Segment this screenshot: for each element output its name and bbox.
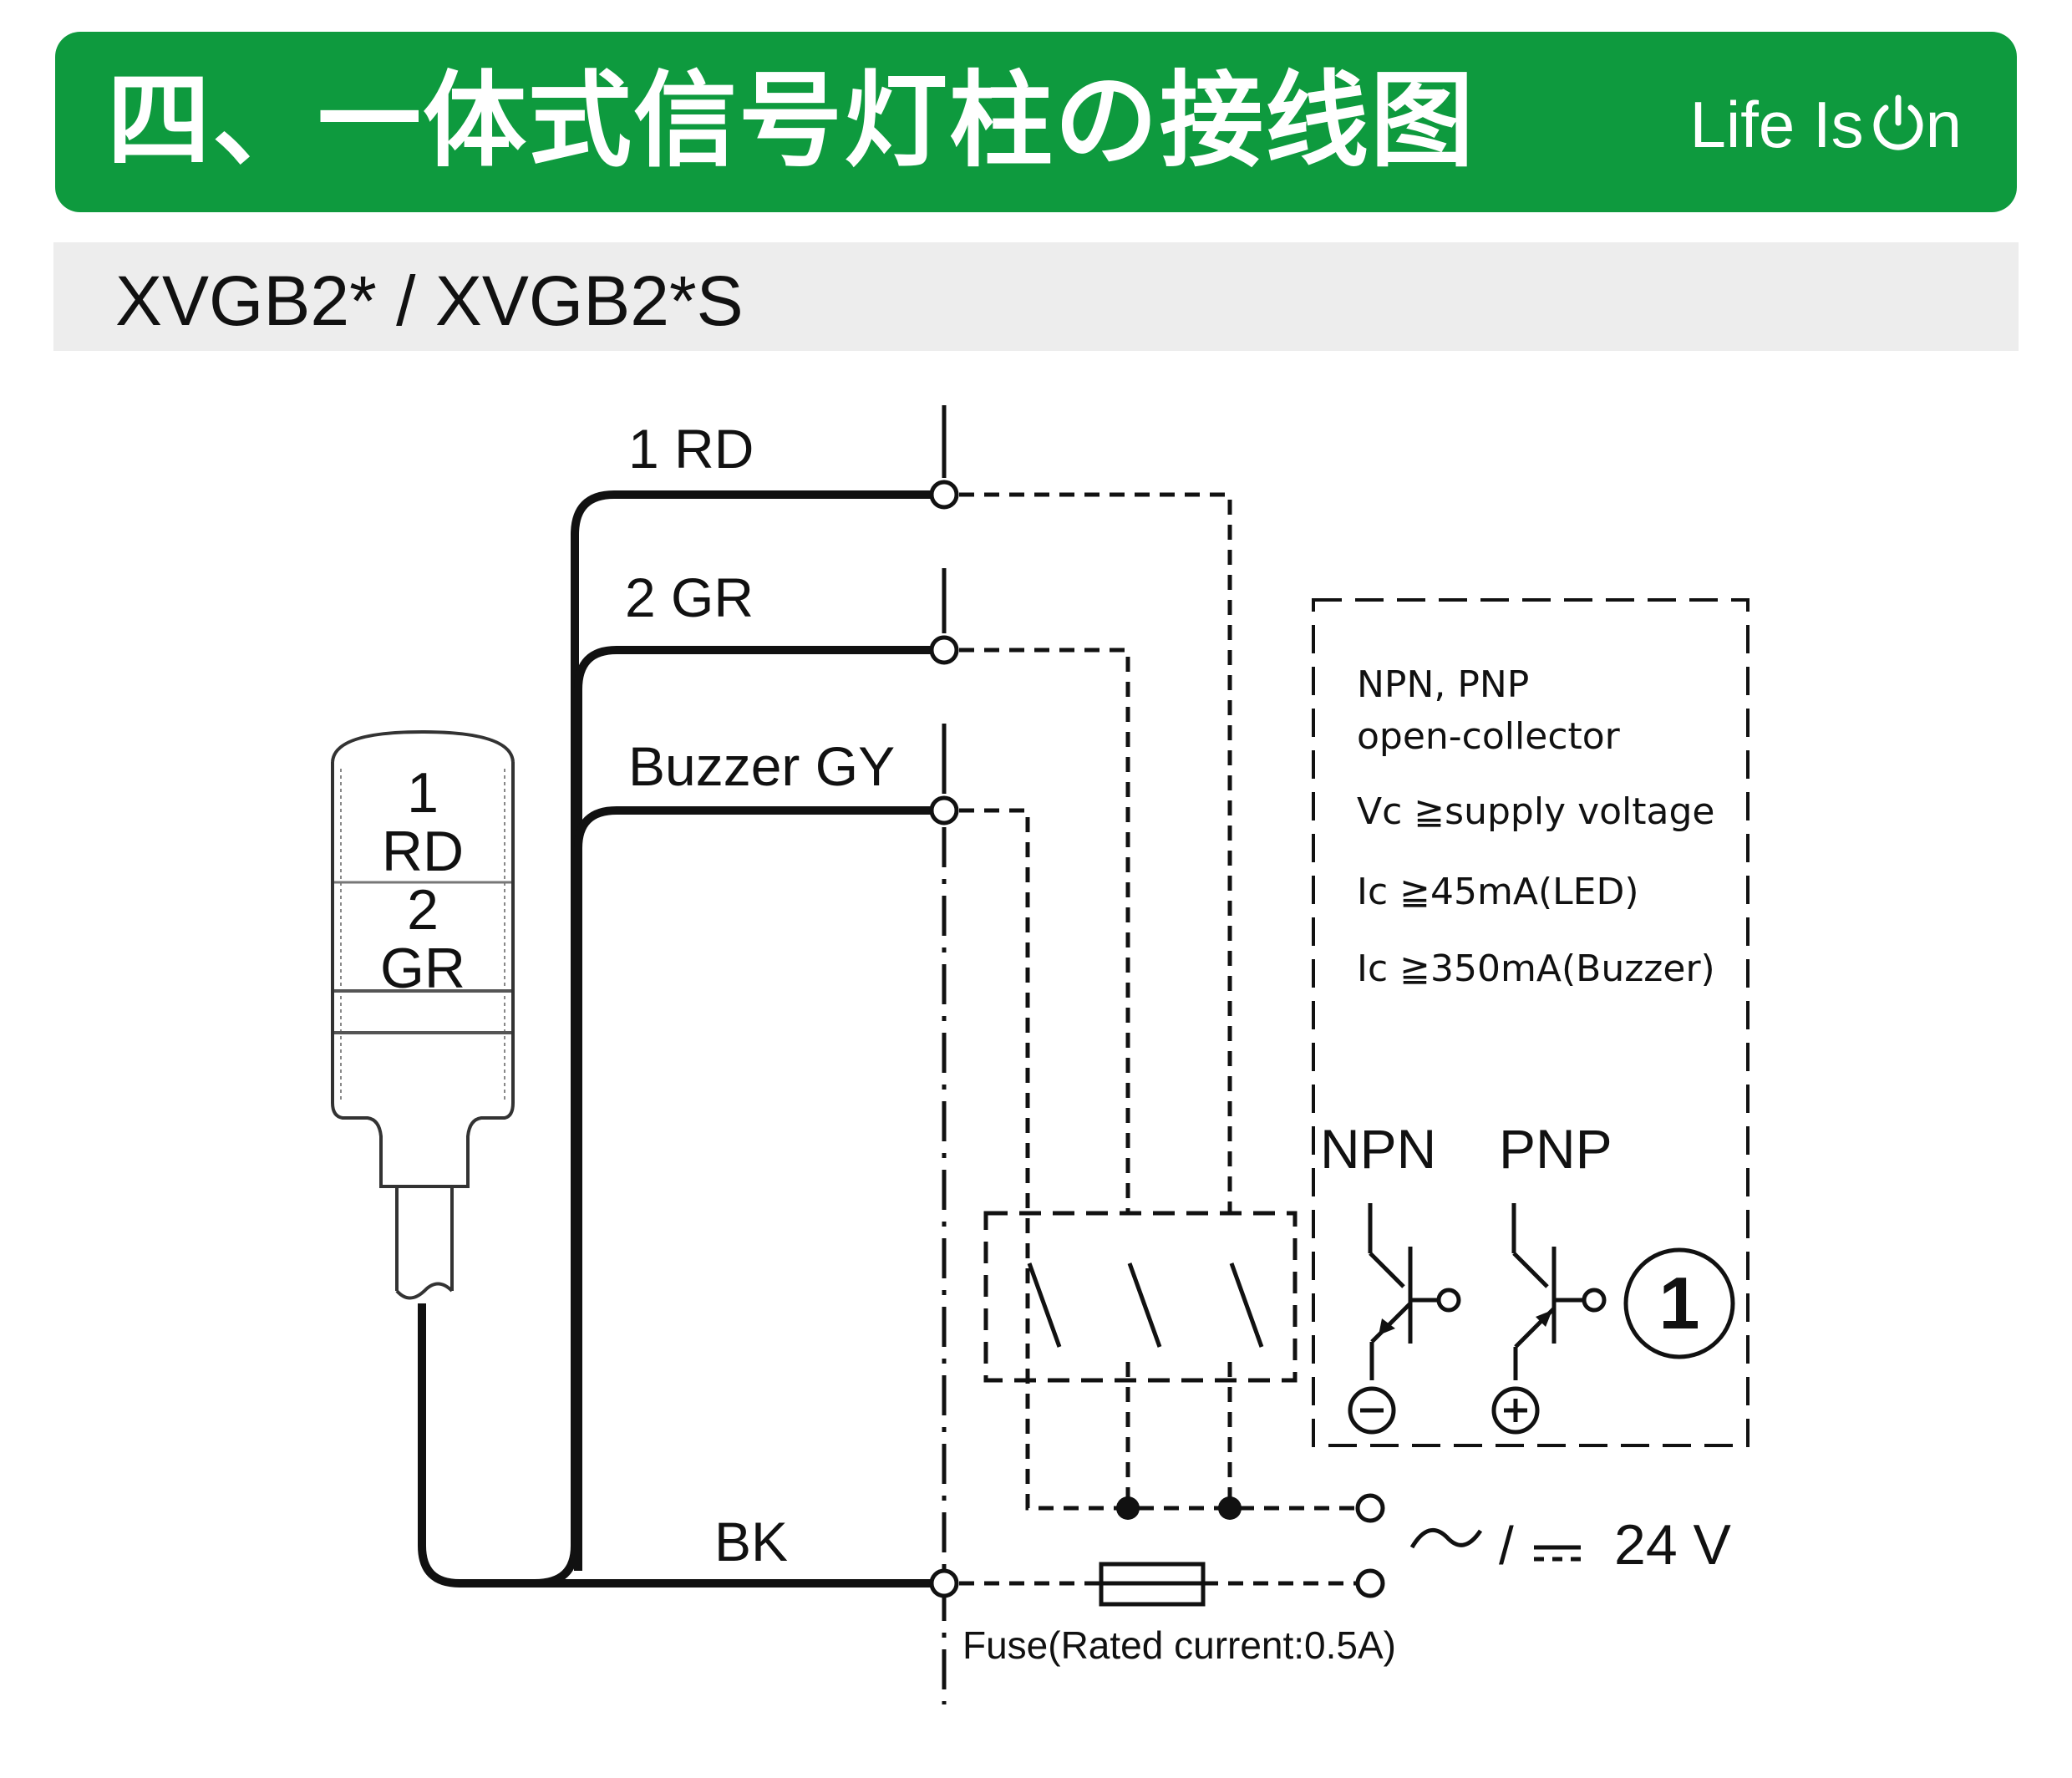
brand-logo: Life Is n xyxy=(1690,87,1963,162)
spec-line-3: Vc ≧supply voltage xyxy=(1357,790,1714,833)
junction-dot xyxy=(1218,1496,1242,1520)
signal-tower xyxy=(331,729,515,1300)
model-bar: XVGB2* / XVGB2*S xyxy=(53,242,2019,351)
tier1-number: 1 xyxy=(407,761,439,825)
wire-label-bk: BK xyxy=(714,1511,788,1572)
terminals xyxy=(929,480,1385,1598)
wire-label-gr: 2 GR xyxy=(625,566,754,628)
cable-wires xyxy=(418,490,944,1588)
spec-line-1: NPN, PNP xyxy=(1357,663,1529,706)
spec-line-4: Ic ≧45mA(LED) xyxy=(1357,871,1639,913)
brand-text: Life Is xyxy=(1689,88,1864,161)
npn-transistor-icon xyxy=(1348,1203,1461,1435)
control-wiring xyxy=(959,492,1360,1586)
terminal-bk xyxy=(929,1568,959,1598)
spec-text: NPN, PNP open-collector Vc ≧supply volta… xyxy=(1357,663,1715,990)
ac-dc-separator: / xyxy=(1499,1516,1514,1576)
supply-voltage: 24 V xyxy=(1614,1513,1732,1577)
supply-terminal-bottom xyxy=(1355,1568,1385,1598)
pnp-transistor-icon xyxy=(1491,1203,1607,1435)
junction-dot xyxy=(1116,1496,1140,1520)
junction-dots xyxy=(1116,1496,1242,1520)
supply-terminal-top xyxy=(1355,1493,1385,1523)
switch-box xyxy=(983,1211,1298,1383)
wire-label-buzzer: Buzzer GY xyxy=(628,735,895,797)
note-marker-circle xyxy=(1623,1247,1735,1359)
power-icon xyxy=(1873,94,1923,150)
pnp-label: PNP xyxy=(1499,1118,1612,1180)
wire-label-rd: 1 RD xyxy=(628,418,754,480)
tier2-number: 2 xyxy=(407,878,439,942)
wire-gr xyxy=(574,646,944,1571)
terminal-rd xyxy=(929,480,959,510)
brand-text-tail: n xyxy=(1925,88,1962,161)
note-marker: 1 xyxy=(1659,1262,1700,1344)
fuse-symbol xyxy=(1099,1562,1206,1607)
header-banner: 四、一体式信号灯柱の接线图 Life Is n xyxy=(55,32,2017,212)
terminal-gr xyxy=(929,635,959,665)
tier1-color: RD xyxy=(382,820,464,883)
npn-label: NPN xyxy=(1320,1118,1436,1180)
ac-dc-icon xyxy=(1409,1527,1581,1562)
wire-buzzer xyxy=(574,806,944,1571)
terminal-buzzer xyxy=(929,795,959,826)
fuse-label: Fuse(Rated current:0.5A) xyxy=(962,1623,1396,1667)
wire-rd xyxy=(418,490,944,1588)
model-label: XVGB2* / XVGB2*S xyxy=(115,262,744,340)
page-title: 四、一体式信号灯柱の接线图 xyxy=(107,61,1476,181)
spec-line-5: Ic ≧350mA(Buzzer) xyxy=(1357,947,1715,990)
spec-line-2: open-collector xyxy=(1357,715,1621,758)
spec-box xyxy=(1312,598,1750,1447)
tier2-color: GR xyxy=(380,937,465,1000)
